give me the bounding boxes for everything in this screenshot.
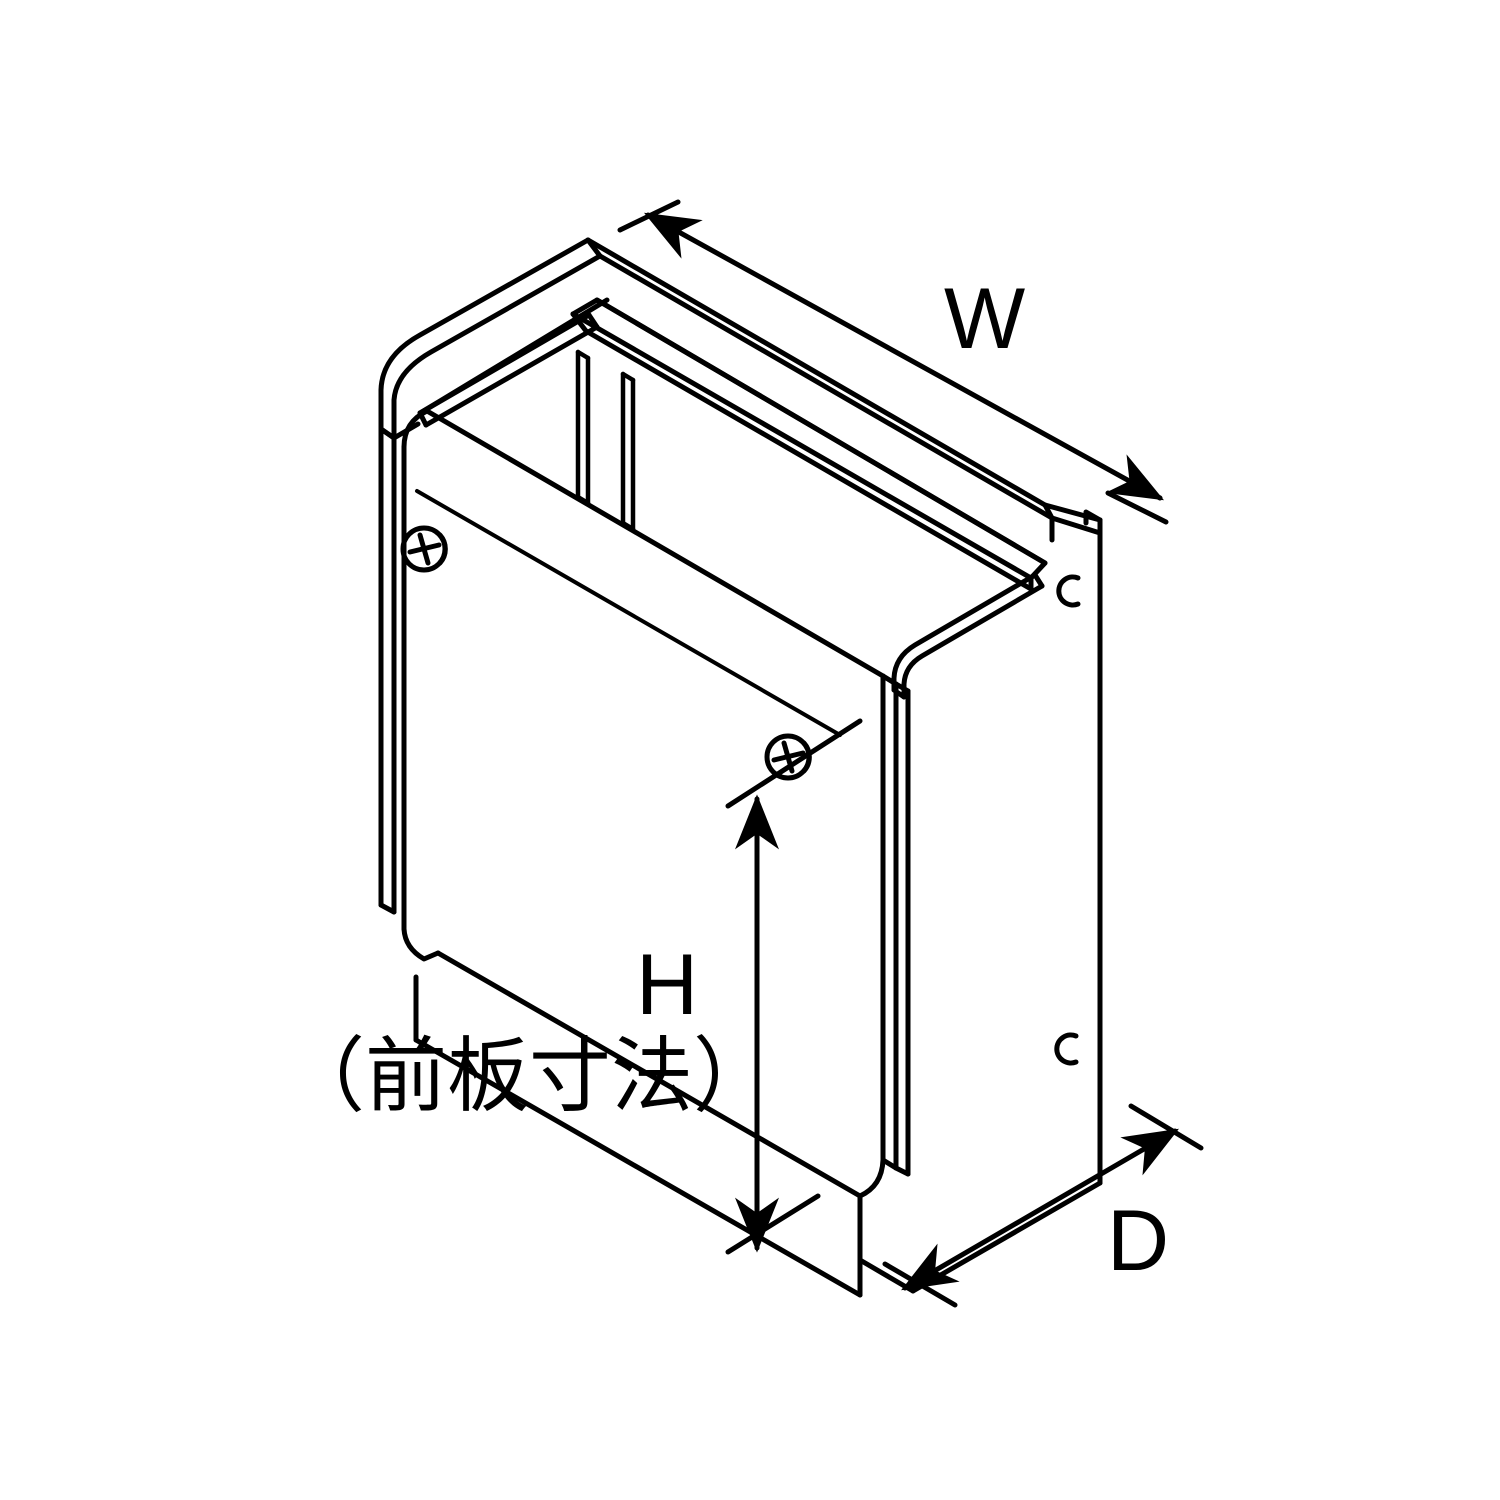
- front-cover-edge-thickness: [880, 673, 911, 1177]
- front-plate-dimension-note: （前板寸法）: [283, 1029, 776, 1124]
- front-plate-note-leader: [504, 1012, 746, 1151]
- mounting-slot-upper: [1056, 574, 1081, 608]
- front-cover-plate: [401, 408, 886, 1199]
- front-cover-fold-line: [415, 489, 842, 737]
- dimension-d: [882, 1103, 1204, 1308]
- dimension-label-h: H: [636, 937, 699, 1033]
- mounting-slot-lower: [1054, 1032, 1079, 1066]
- dimension-w: [617, 199, 1169, 525]
- cover-screw-upper-left: [400, 525, 448, 573]
- rear-top-lip: [378, 237, 603, 441]
- dimension-label-w: W: [944, 271, 1026, 367]
- dimension-label-d: D: [1107, 1193, 1170, 1289]
- dimension-h: [725, 718, 863, 1255]
- back-panel-left-edge: [378, 426, 397, 915]
